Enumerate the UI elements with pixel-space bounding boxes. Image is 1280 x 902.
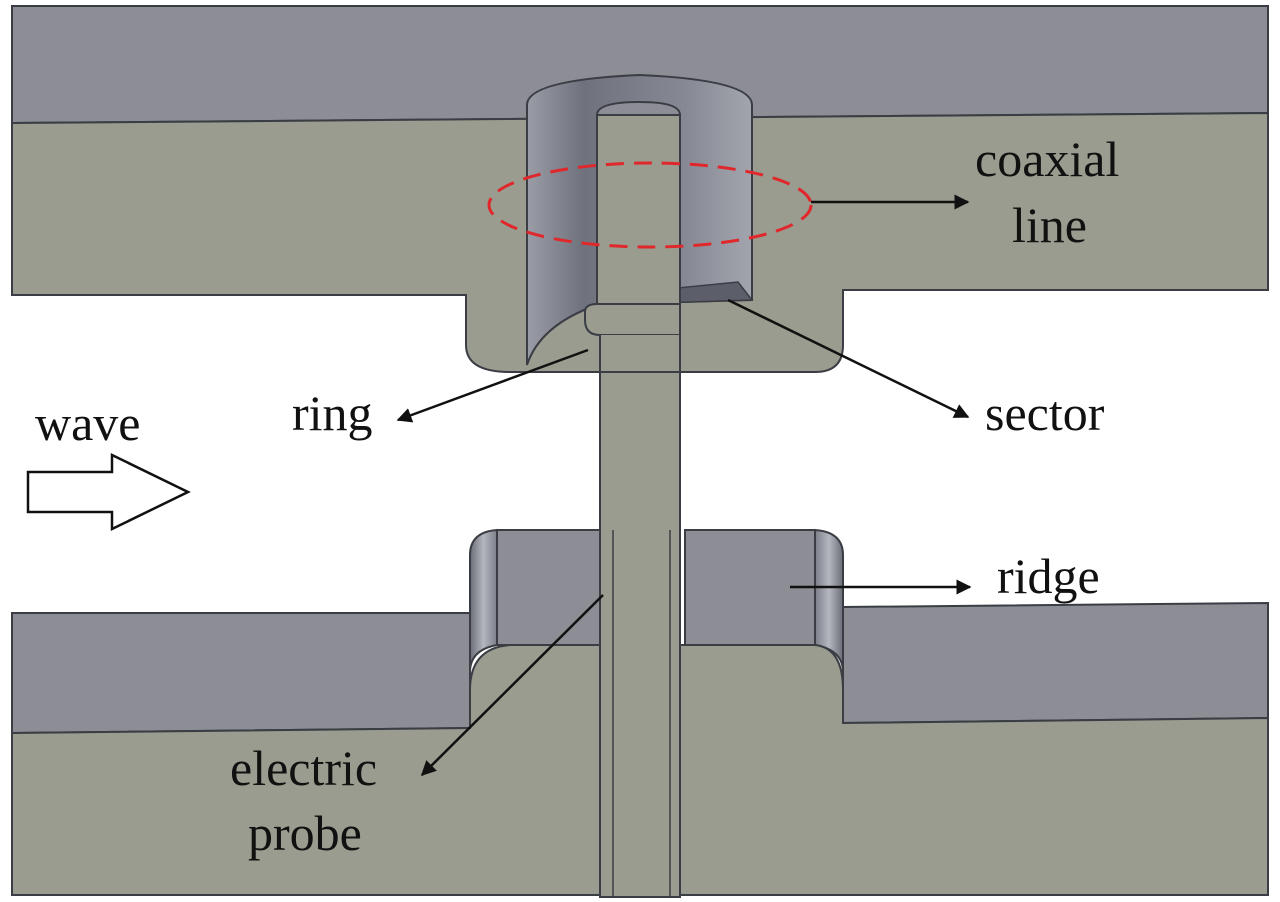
leader-arrows xyxy=(396,194,972,777)
ring-label: ring xyxy=(292,385,373,441)
coaxial-label-line1: coaxial xyxy=(975,131,1119,187)
wave-label: wave xyxy=(35,395,141,451)
lower-block-top-right xyxy=(842,601,1269,725)
ridge-label: ridge xyxy=(997,548,1100,604)
probe-label-line2: probe xyxy=(248,805,362,861)
coaxial-label-line2: line xyxy=(1012,197,1087,253)
probe-ring-neck xyxy=(599,335,681,373)
sector-arrow xyxy=(727,298,970,419)
electric-label-line1: electric xyxy=(230,740,377,796)
ridge-side-left xyxy=(469,528,498,673)
ring-arrow xyxy=(396,348,589,423)
inner-conductor xyxy=(596,114,681,306)
ridge-top-left xyxy=(496,529,601,646)
sector-label: sector xyxy=(985,385,1105,441)
probe-ring xyxy=(584,303,681,336)
wave-direction-arrow-icon xyxy=(26,453,191,531)
electric-probe-shaft xyxy=(599,371,681,898)
coaxial-line-highlight xyxy=(487,161,813,249)
lower-block-top-left xyxy=(11,612,471,735)
electric-probe-arrow xyxy=(420,594,604,777)
upper-block-top-surface xyxy=(11,5,1269,125)
